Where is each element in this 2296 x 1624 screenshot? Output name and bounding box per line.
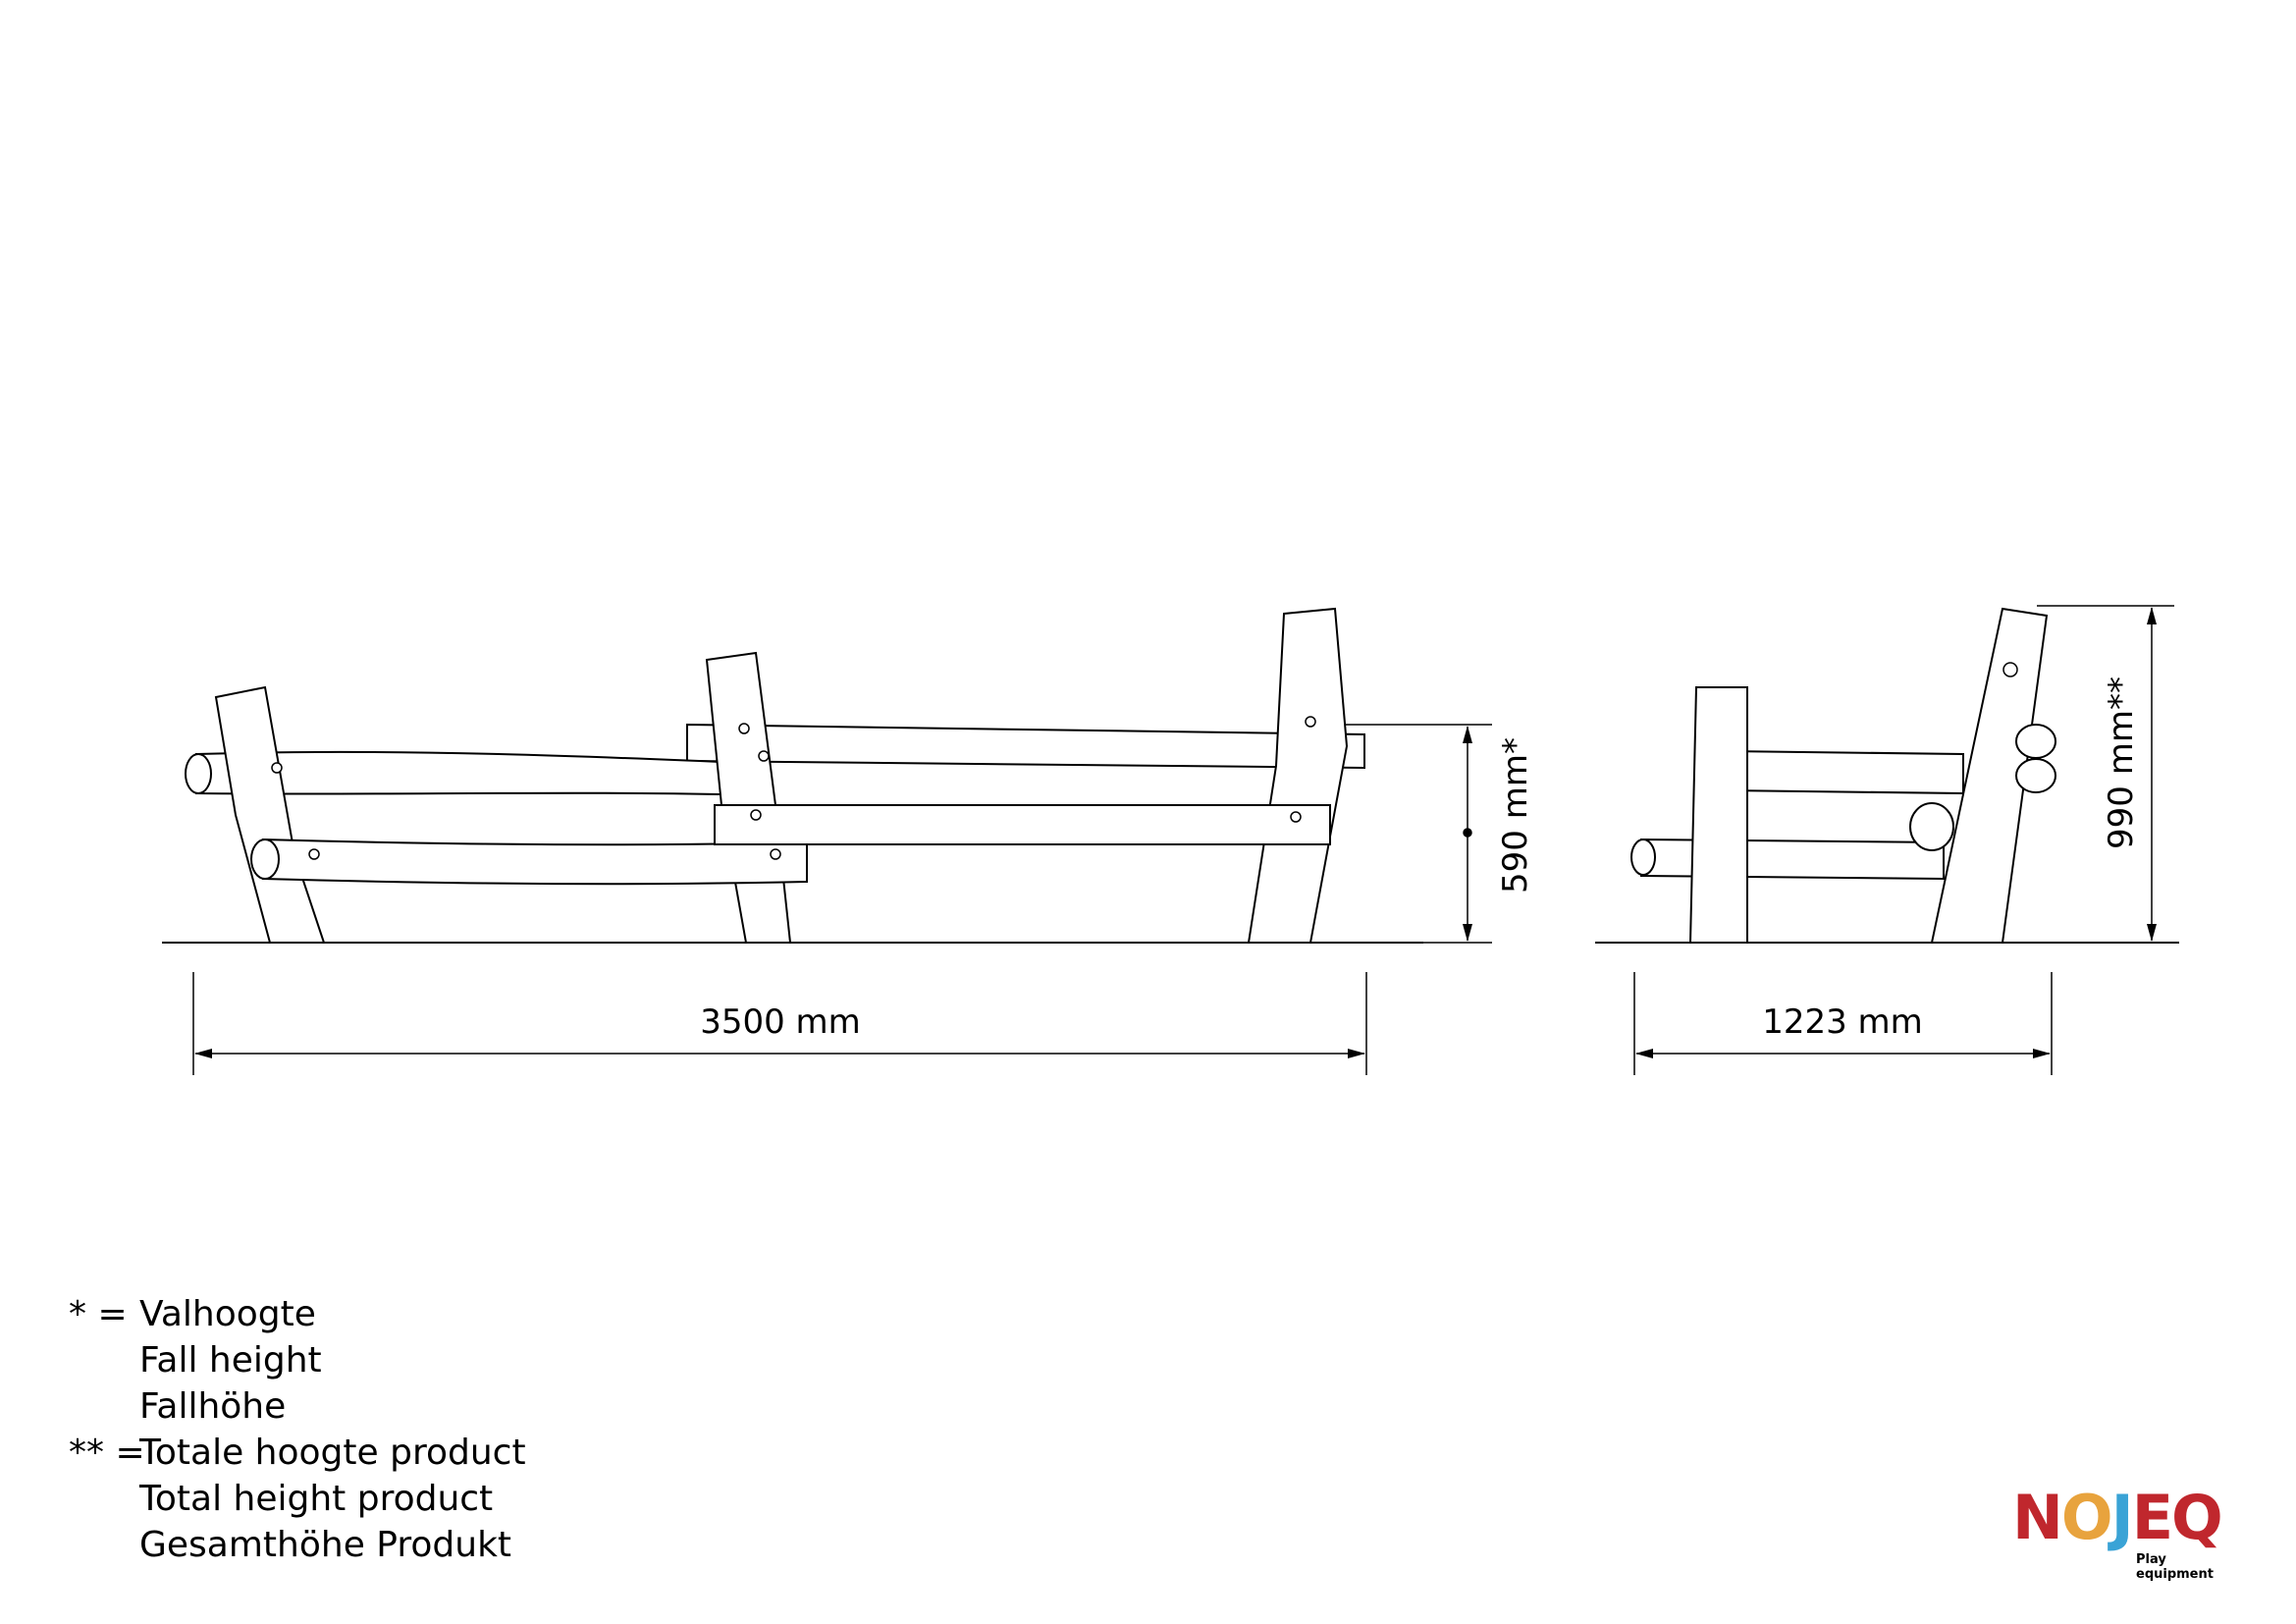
side-upper-rail <box>1727 749 1964 795</box>
front-width-label: 3500 mm <box>700 1002 861 1042</box>
side-log-end-3 <box>1909 802 1954 851</box>
side-view <box>1595 607 2179 944</box>
side-height-label: 990 mm** <box>2102 677 2141 849</box>
side-bolts <box>2002 662 2018 677</box>
legend-row: Fall height <box>69 1337 526 1383</box>
side-height-dimension <box>2037 605 2174 944</box>
front-upper-log-end <box>185 753 212 794</box>
side-lower-rail-end <box>1630 839 1656 876</box>
logo-letter-o: O <box>2060 1482 2113 1553</box>
legend-text: Fall height <box>139 1340 322 1380</box>
logo-letter-n: N <box>2012 1482 2063 1553</box>
legend-text: Valhoogte <box>139 1294 316 1334</box>
front-lower-log-right <box>714 804 1331 845</box>
legend-row: * = Valhoogte <box>69 1291 526 1337</box>
legend-row: Total height product <box>69 1476 526 1522</box>
logo-letters-eq: EQ <box>2131 1482 2223 1553</box>
legend-row: Gesamthöhe Produkt <box>69 1522 526 1568</box>
front-height-dimension <box>1345 724 1492 944</box>
legend-row: ** =Totale hoogte product <box>69 1430 526 1476</box>
legend-key <box>69 1337 139 1383</box>
front-post-right <box>1247 607 1349 944</box>
logo-wordmark: NOJEQ <box>2012 1488 2238 1548</box>
legend: * =Valhoogte Fall height Fallhöhe ** =To… <box>69 1291 526 1568</box>
side-tall-post <box>1930 607 2049 944</box>
side-width-dimension <box>1633 972 2053 1075</box>
legend-text: Totale hoogte product <box>139 1433 526 1473</box>
front-view <box>162 607 1423 944</box>
legend-key <box>69 1476 139 1522</box>
front-lower-log-left <box>262 838 808 886</box>
side-short-post <box>1688 686 1748 944</box>
front-lower-log-end <box>250 839 280 880</box>
front-upper-log-back <box>686 723 1365 770</box>
side-log-end-2 <box>2015 758 2056 793</box>
logo-letter-j: J <box>2110 1482 2134 1553</box>
legend-key: ** = <box>69 1433 145 1473</box>
legend-text: Total height product <box>139 1479 494 1519</box>
legend-key <box>69 1383 139 1430</box>
nojeq-logo: NOJEQ Play equipment <box>2012 1488 2238 1583</box>
front-width-dimension <box>192 972 1367 1075</box>
front-bolts <box>271 716 1316 860</box>
front-post-left <box>214 685 326 944</box>
side-width-label: 1223 mm <box>1762 1002 1923 1042</box>
legend-text: Fallhöhe <box>139 1386 287 1427</box>
side-lower-rail <box>1640 838 1945 881</box>
logo-tagline: Play equipment <box>2136 1552 2214 1582</box>
front-height-label: 590 mm* <box>1496 737 1535 893</box>
side-log-end-1 <box>2015 724 2056 759</box>
legend-key: * = <box>69 1294 128 1334</box>
legend-row: Fallhöhe <box>69 1383 526 1430</box>
legend-key <box>69 1522 139 1568</box>
front-post-middle <box>705 651 792 944</box>
legend-text: Gesamthöhe Produkt <box>139 1525 512 1565</box>
